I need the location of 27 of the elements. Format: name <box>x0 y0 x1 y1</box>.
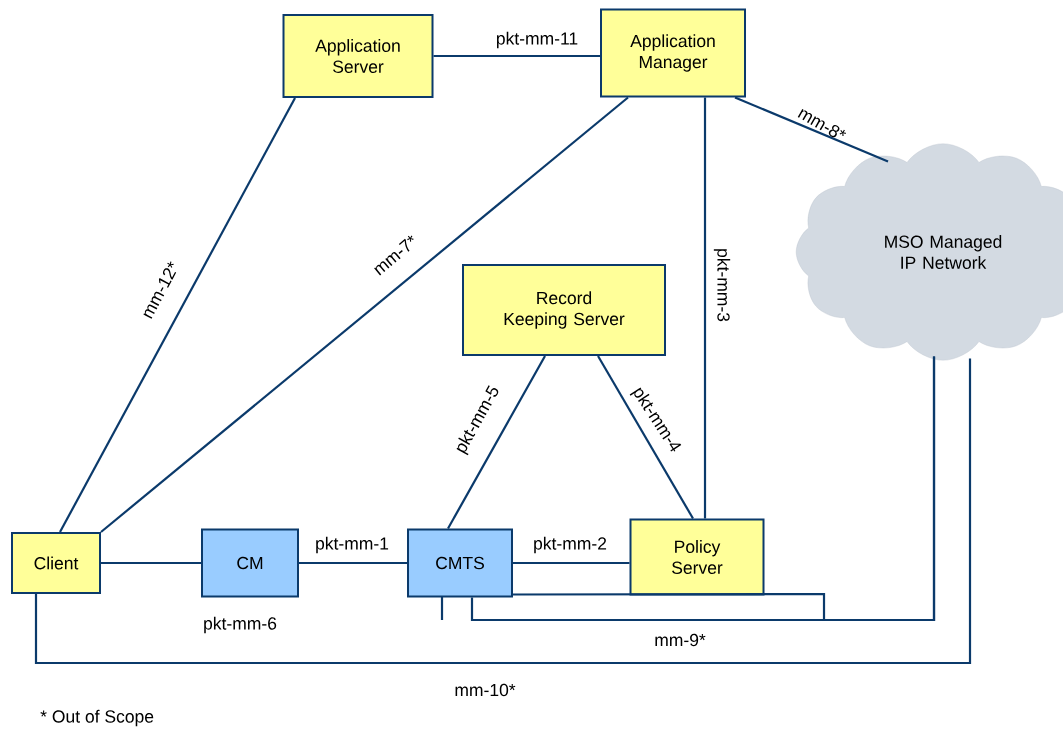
connector-line <box>447 355 546 530</box>
process-box: CMTS <box>407 528 513 598</box>
process-box: Application Manager <box>600 8 746 98</box>
footnote: * Out of Scope <box>40 709 154 727</box>
edge-label: pkt-mm-11 <box>496 31 578 49</box>
connector-line <box>100 96 629 533</box>
process-box: Client <box>11 532 101 594</box>
process-box: Application Server <box>282 14 434 98</box>
connector-line <box>703 97 707 519</box>
connector-line <box>597 355 694 520</box>
process-box: Policy Server <box>629 518 765 596</box>
connector-line <box>734 96 889 163</box>
edge-label: pkt-mm-2 <box>534 536 607 554</box>
connector-line <box>101 561 201 565</box>
connector-line <box>59 97 296 533</box>
connector-line <box>433 54 600 58</box>
connector-line <box>513 561 630 565</box>
connector-line <box>34 358 972 665</box>
edge-label: pkt-mm-1 <box>316 536 389 554</box>
edge-label: mm-8* <box>797 108 846 138</box>
edge-label: pkt-mm-6 <box>204 616 277 634</box>
edge-label: mm-9* <box>655 633 706 647</box>
edge-label: pkt-mm-3 <box>713 249 731 322</box>
process-box: CM <box>201 528 299 598</box>
connector-line <box>299 561 407 565</box>
edge-label: mm-10* <box>455 683 516 697</box>
process-box: Record Keeping Server <box>462 264 666 356</box>
